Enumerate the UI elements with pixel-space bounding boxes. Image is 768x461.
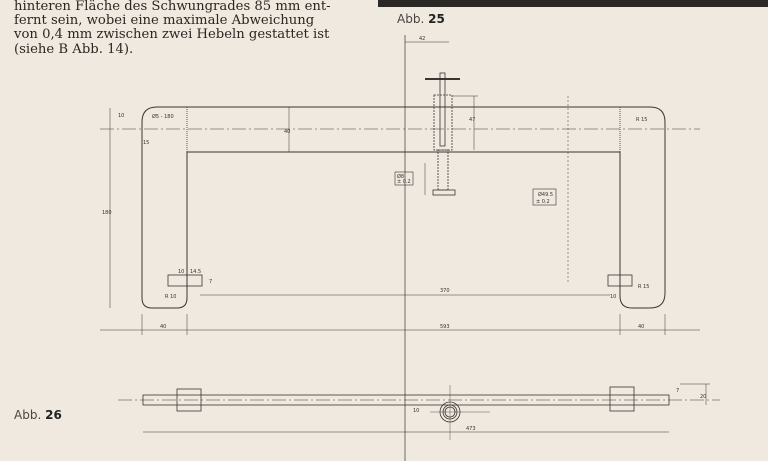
dim-label: 10 — [610, 294, 616, 300]
dim-label: 20 — [700, 394, 706, 400]
dim-label: 40 — [160, 324, 166, 330]
text-line: fernt sein, wobei eine maximale Abweichu… — [14, 13, 315, 29]
dim-label: 473 — [466, 426, 476, 432]
dim-label: ± 0.2 — [536, 199, 550, 205]
body-text: hinteren Fläche des Schwungrades 85 mm e… — [14, 0, 359, 57]
dim-label: R 10 — [165, 294, 176, 300]
dim-label: 47 — [469, 117, 475, 123]
text-line: hinteren Fläche des Schwungrades 85 mm e… — [14, 0, 331, 14]
text-line: (siehe B Abb. 14). — [14, 41, 134, 57]
dim-label: 593 — [440, 324, 450, 330]
dim-label: 40 — [638, 324, 644, 330]
dim-label: 42 — [419, 36, 425, 42]
pin-left — [167, 274, 203, 287]
pin-right — [607, 274, 633, 287]
tolerance-box — [532, 188, 557, 206]
dim-label: 370 — [440, 288, 450, 294]
photo-edge — [378, 0, 768, 7]
tolerance-box — [394, 171, 414, 186]
dim-label: R 15 — [636, 117, 647, 123]
caption-number: 26 — [45, 408, 62, 422]
dim-label: 15 — [143, 140, 149, 146]
dim-label: 7 — [209, 279, 212, 285]
dim-label: 40 — [284, 129, 290, 135]
caption-number: 25 — [428, 12, 445, 26]
caption-prefix: Abb. — [14, 408, 42, 422]
dim-label: 180 — [102, 210, 112, 216]
lever-frame — [141, 106, 666, 309]
dim-label: 14.5 — [190, 269, 201, 275]
dim-label: Ø8 — [397, 173, 404, 180]
figure-caption-25: Abb. 25 — [397, 12, 445, 26]
dim-label: 10 — [118, 113, 124, 119]
side-view — [118, 383, 720, 440]
dim-label: Ø5 - 180 — [152, 113, 174, 120]
dim-label: Ø49.5 — [538, 191, 553, 198]
text-line: von 0,4 mm zwischen zwei Hebeln gestatte… — [14, 27, 330, 43]
dim-label: 10 — [413, 408, 419, 414]
figure-caption-26: Abb. 26 — [14, 408, 62, 422]
adjusting-screw — [425, 72, 460, 196]
dim-label: R 15 — [638, 284, 649, 290]
caption-prefix: Abb. — [397, 12, 425, 26]
dim-label: 7 — [676, 388, 679, 394]
dim-label: ± 0.2 — [397, 179, 411, 185]
dim-label: 10 — [178, 269, 184, 275]
